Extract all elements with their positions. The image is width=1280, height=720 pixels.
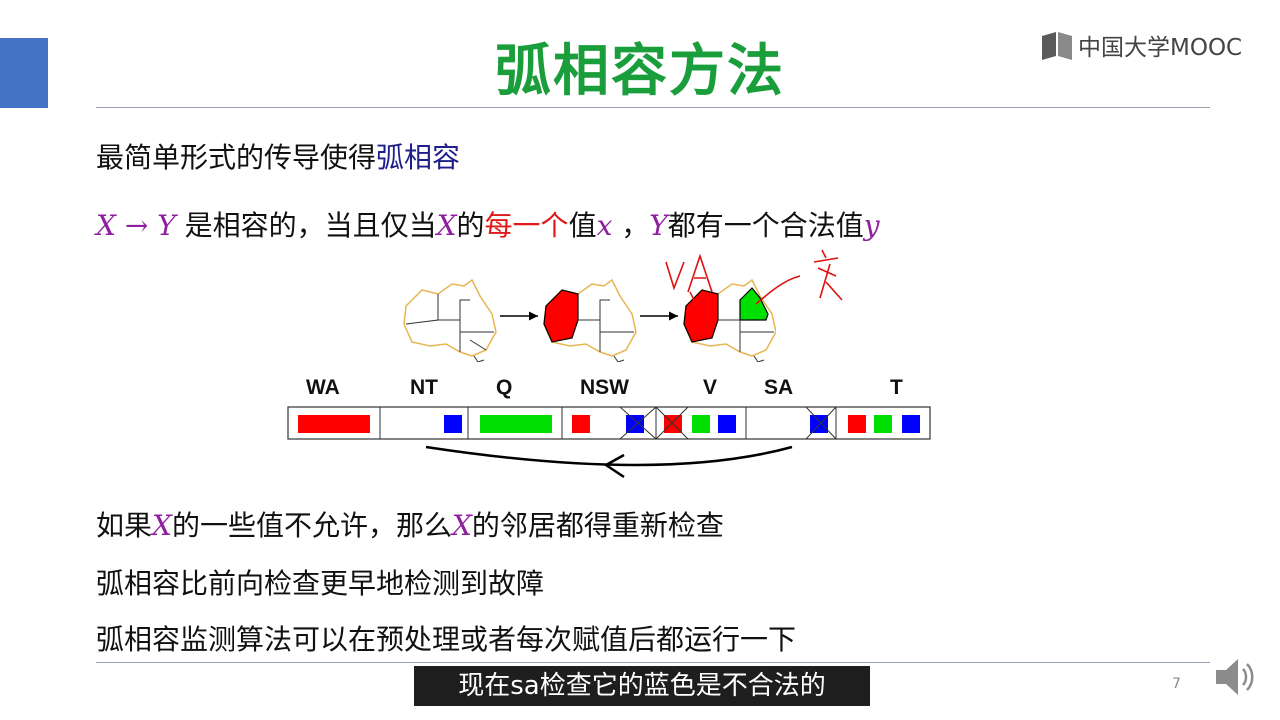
var-x: X xyxy=(96,209,116,242)
domain-nsw-blue xyxy=(626,415,644,433)
bullet-5: 弧相容监测算法可以在预处理或者每次赋值后都运行一下 xyxy=(96,623,797,656)
var-y-2: Y xyxy=(649,209,668,242)
domain-nsw-red xyxy=(572,415,590,433)
bullet-2-text-3: 值 xyxy=(568,209,597,242)
propagation-arrow xyxy=(425,445,793,467)
bullet-2-text-1: 是相容的，当且仅当 xyxy=(175,209,437,242)
var-x-value: x xyxy=(596,209,613,242)
bullet-2-text-2: 的 xyxy=(456,209,485,242)
domain-nt-blue xyxy=(444,415,462,433)
region-label-nsw: NSW xyxy=(580,376,629,399)
bullet-2-text-5: 都有一个合法值 xyxy=(667,209,864,242)
logo-text: 中国大学MOOC xyxy=(1078,35,1243,61)
domain-table xyxy=(287,406,931,479)
bullet-3-var-x: X xyxy=(152,509,172,542)
region-label-v: V xyxy=(703,376,718,399)
arrow-symbol: → xyxy=(115,209,158,242)
speaker-icon[interactable] xyxy=(1212,655,1258,699)
domain-v-blue xyxy=(718,415,736,433)
bullet-2-text-4: ， xyxy=(612,209,650,242)
mooc-logo: 中国大学MOOC xyxy=(1040,28,1242,62)
domain-t-red xyxy=(848,415,866,433)
bullet-3-var-x-2: X xyxy=(451,509,472,542)
australia-map-3 xyxy=(683,278,776,362)
domain-v-green xyxy=(692,415,710,433)
region-label-q: Q xyxy=(496,376,513,399)
var-y-value: y xyxy=(863,209,880,242)
bullet-3-suffix: 的邻居都得重新检查 xyxy=(471,509,724,542)
page-number: 7 xyxy=(1172,676,1181,692)
var-y: Y xyxy=(157,209,176,242)
bullet-1-highlight: 弧相容 xyxy=(376,141,461,174)
video-subtitle: 现在sa检查它的蓝色是不合法的 xyxy=(414,666,870,706)
bullet-2-red-text: 每一个 xyxy=(484,209,569,242)
domain-wa-red xyxy=(298,415,370,433)
region-label-sa: SA xyxy=(764,376,794,399)
accent-block xyxy=(0,38,48,108)
australia-map-sequence xyxy=(403,278,776,362)
footer-divider xyxy=(96,662,1210,663)
title-divider xyxy=(96,107,1210,108)
australia-map-1 xyxy=(403,278,497,362)
var-x-2: X xyxy=(436,209,457,242)
domain-q-green xyxy=(480,415,552,433)
bullet-1-text: 最简单形式的传导使得 xyxy=(96,141,377,174)
domain-t-green xyxy=(874,415,892,433)
slide-title: 弧相容方法 xyxy=(495,39,785,104)
bullet-4: 弧相容比前向检查更早地检测到故障 xyxy=(96,567,545,600)
book-logo-icon xyxy=(1042,32,1072,60)
bullet-3-mid: 的一些值不允许，那么 xyxy=(171,509,452,542)
bullet-3-prefix: 如果 xyxy=(96,509,153,542)
domain-sa-blue xyxy=(810,415,828,433)
bullet-1: 最简单形式的传导使得弧相容 xyxy=(96,138,460,178)
bullet-2: X → Y 是相容的，当且仅当X的每一个值x ，Y都有一个合法值y xyxy=(96,206,880,246)
region-label-t: T xyxy=(890,376,903,399)
region-label-nt: NT xyxy=(410,376,438,399)
bullet-3: 如果X的一些值不允许，那么X的邻居都得重新检查 xyxy=(96,506,724,546)
australia-map-2 xyxy=(543,278,637,362)
domain-t-blue xyxy=(902,415,920,433)
region-label-wa: WA xyxy=(306,376,340,399)
